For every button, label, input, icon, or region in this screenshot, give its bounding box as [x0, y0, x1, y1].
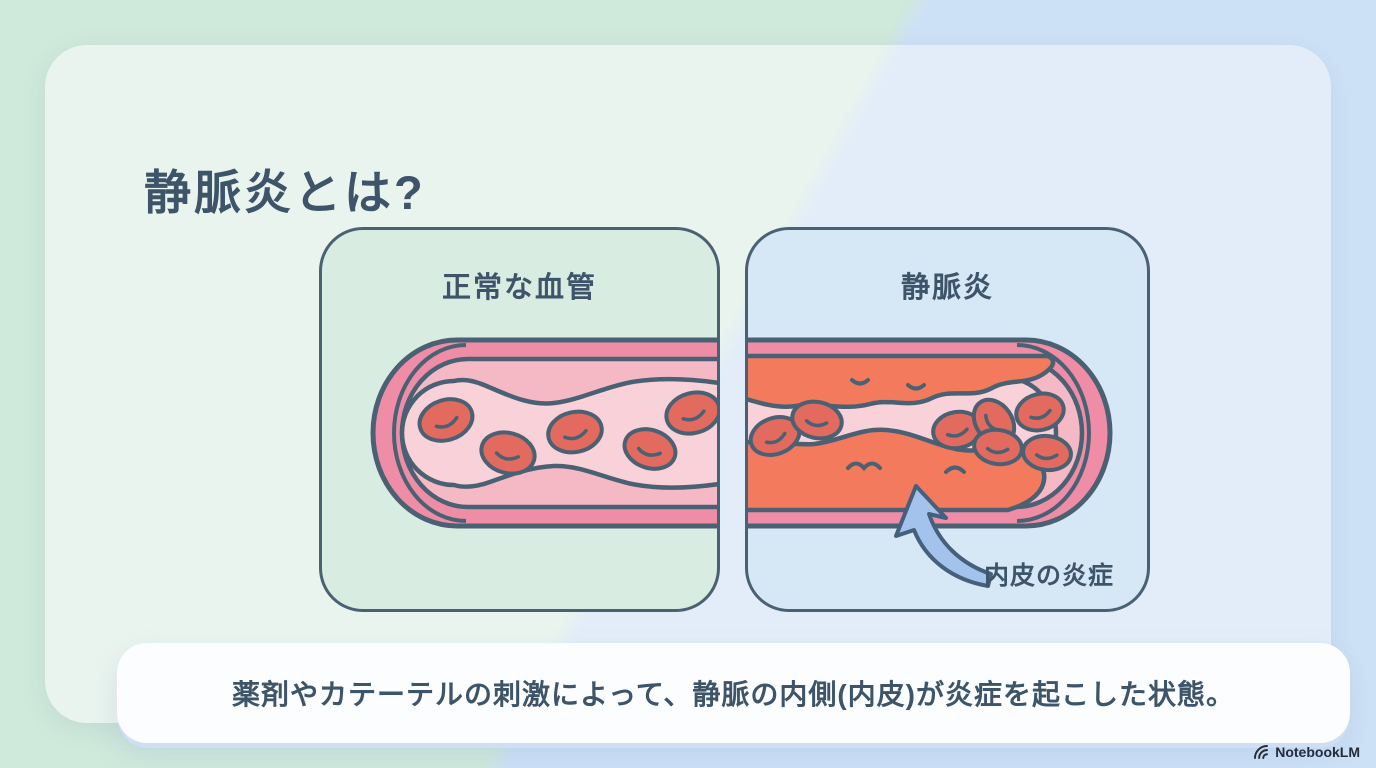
blood-cell-icon: [479, 430, 537, 476]
blood-cell-icon: [1021, 433, 1073, 473]
caption-bar: 薬剤やカテーテルの刺激によって、静脈の内側(内皮)が炎症を起こした状態。: [117, 643, 1350, 743]
blood-cell-icon: [417, 397, 475, 443]
watermark: NotebookLM: [1252, 743, 1360, 761]
panel-phlebitis: 静脈炎 内皮の炎症: [745, 227, 1150, 612]
blood-cell-icon: [1014, 391, 1066, 433]
blood-cells-group: [417, 390, 717, 476]
panel-normal-label: 正常な血管: [441, 272, 597, 304]
phlebitis-vessel-illustration: [748, 337, 1113, 588]
blood-cell-icon: [664, 390, 717, 436]
inflammation-arrow-icon: [894, 484, 993, 588]
endothelium-inflammation-annotation: 内皮の炎症: [984, 562, 1115, 590]
slide-card: 静脈炎とは?: [45, 45, 1350, 743]
panel-phlebitis-label: 静脈炎: [900, 272, 994, 304]
page-title: 静脈炎とは?: [144, 166, 426, 220]
normal-vessel-illustration: [370, 337, 717, 529]
notebooklm-logo-icon: [1254, 745, 1269, 759]
blood-cell-icon: [622, 427, 678, 471]
inflamed-endothelium-group: [748, 353, 1056, 513]
panel-normal-vessel: 正常な血管: [319, 227, 720, 612]
blood-cell-icon: [790, 399, 844, 441]
caption-text: 薬剤やカテーテルの刺激によって、静脈の内側(内皮)が炎症を起こした状態。: [231, 679, 1235, 710]
blood-cells-group: [748, 391, 1073, 473]
blood-cell-icon: [546, 409, 604, 455]
watermark-label: NotebookLM: [1275, 744, 1360, 760]
